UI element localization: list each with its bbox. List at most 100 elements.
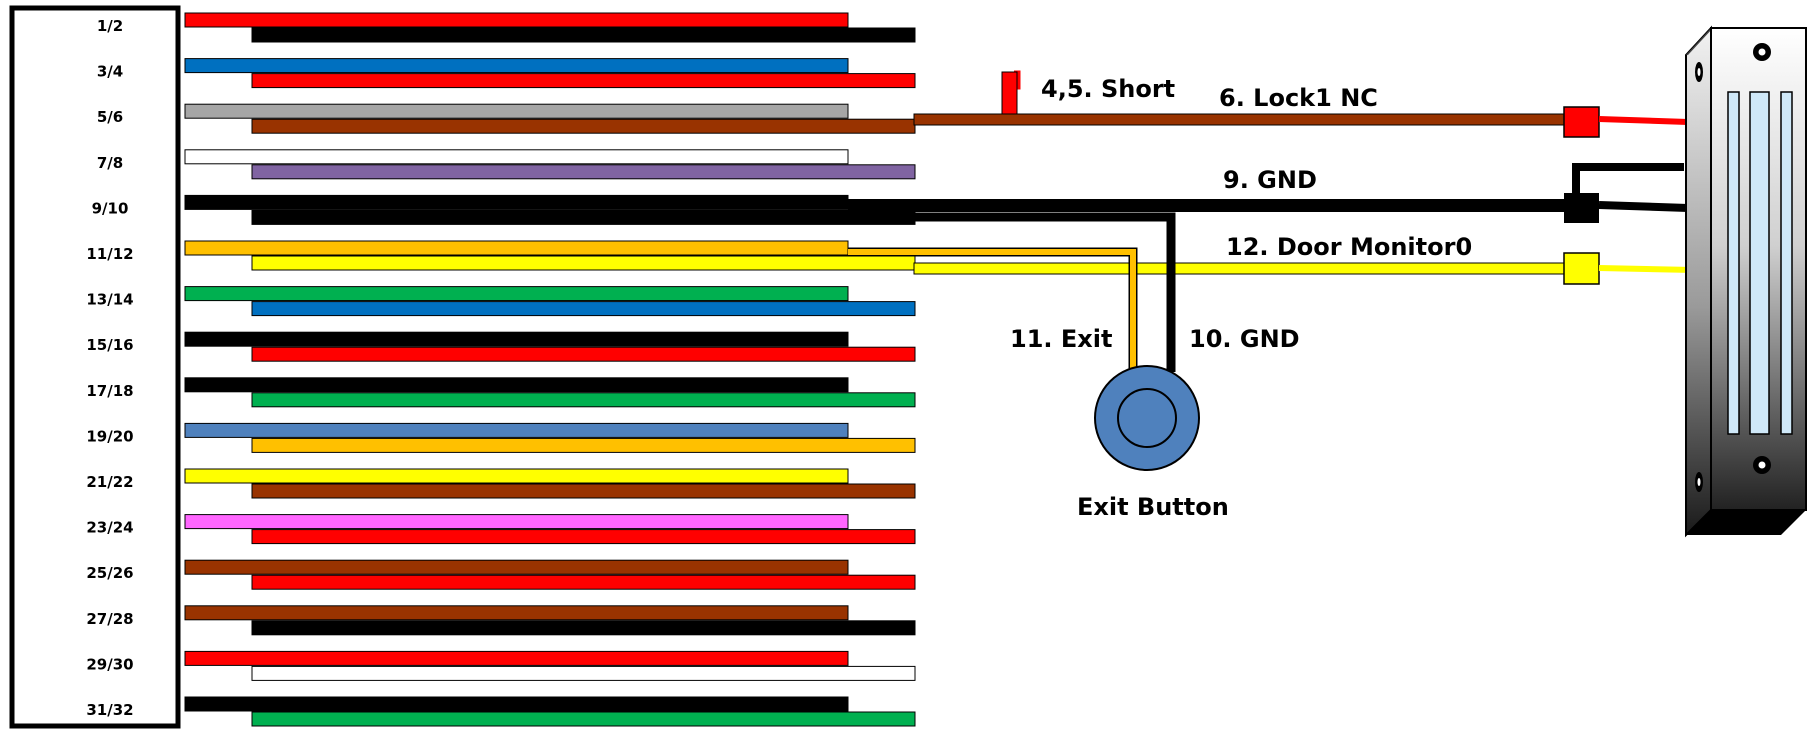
wire-even-pin — [251, 164, 916, 180]
wire-even-pin — [251, 301, 916, 317]
lock-nc-terminal — [1563, 106, 1600, 138]
wire-odd-pin — [184, 422, 849, 438]
lock-side-hole-bottom-inner — [1697, 478, 1701, 486]
pin-pair-label: 15/16 — [86, 336, 133, 354]
lock-red-lead — [1598, 116, 1689, 125]
pin-pair-label: 5/6 — [97, 108, 123, 126]
wire-odd-pin — [184, 103, 849, 119]
electromagnetic-lock-icon — [1685, 25, 1807, 538]
pin-pair-label: 11/12 — [86, 245, 133, 263]
pin-pair-row: 21/22 — [86, 468, 916, 499]
external-wiring — [848, 70, 1695, 372]
pin-pair-row: 13/14 — [86, 286, 916, 317]
wire-even-pin — [251, 255, 916, 271]
pin-pair-row: 15/16 — [86, 331, 916, 362]
wire-odd-pin — [184, 650, 849, 666]
wire-even-pin — [251, 665, 916, 681]
pin-pair-label: 29/30 — [86, 655, 133, 673]
wire-odd-pin — [184, 58, 849, 74]
door-monitor-terminal — [1563, 252, 1600, 285]
lock-side-face — [1685, 25, 1712, 538]
gnd-button-label: 10. GND — [1189, 325, 1300, 353]
exit-wire-fill — [848, 249, 1136, 372]
pin-pair-row: 29/30 — [86, 650, 916, 681]
exit-button-device — [1094, 365, 1200, 471]
gnd-lock-label: 9. GND — [1223, 166, 1317, 194]
wire-odd-pin — [184, 605, 849, 621]
pin-pair-label: 1/2 — [97, 17, 123, 35]
lock-nc-wire — [913, 113, 1567, 126]
lock-bottom-face — [1686, 510, 1806, 535]
lock-top-face — [1686, 28, 1713, 55]
wire-odd-pin — [184, 286, 849, 302]
wire-even-pin — [251, 73, 916, 89]
lock-window-right — [1780, 91, 1793, 435]
pin-pair-row: 31/32 — [86, 696, 916, 727]
exit-label: 11. Exit — [1010, 325, 1112, 353]
pin-pair-label: 19/20 — [86, 427, 133, 445]
gnd-button-wire — [914, 212, 1176, 372]
wire-odd-pin — [184, 377, 849, 393]
lock-screw-bottom-inner — [1758, 461, 1766, 469]
lock-window-center — [1749, 91, 1770, 435]
pin-pair-label: 17/18 — [86, 382, 133, 400]
short-label: 4,5. Short — [1041, 75, 1175, 103]
lock-nc-label: 6. Lock1 NC — [1219, 84, 1378, 112]
pin-pair-row: 7/8 — [97, 149, 916, 180]
door-monitor-label: 12. Door Monitor0 — [1226, 233, 1472, 261]
pin-pair-row: 19/20 — [86, 422, 916, 453]
connector-pin-rows: 1/2 3/4 5/6 7/8 9/10 11/12 13/14 15/16 17/18 19/2… — [86, 12, 916, 727]
wire-odd-pin — [184, 514, 849, 530]
pin-pair-row: 1/2 — [97, 12, 916, 43]
wire-even-pin — [251, 529, 916, 545]
lock-side-hole-top-inner — [1697, 68, 1701, 76]
wire-even-pin — [251, 118, 916, 134]
wire-even-pin — [251, 483, 916, 499]
wire-odd-pin — [184, 12, 849, 28]
lock-screw-top-inner — [1758, 48, 1766, 56]
lock-window-left — [1727, 91, 1740, 435]
pin-pair-row: 27/28 — [86, 605, 916, 636]
pin-pair-row: 11/12 — [86, 240, 916, 271]
pin-pair-label: 7/8 — [97, 154, 123, 172]
gnd-lock-wire — [848, 199, 1566, 212]
wire-odd-pin — [184, 194, 849, 210]
gnd-lock-terminal — [1564, 193, 1599, 223]
exit-button-label: Exit Button — [1077, 493, 1229, 521]
pin-pair-label: 3/4 — [97, 63, 123, 81]
pin-pair-row: 3/4 — [97, 58, 916, 89]
wire-odd-pin — [184, 240, 849, 256]
pin-pair-label: 23/24 — [86, 519, 133, 537]
wire-even-pin — [251, 209, 916, 225]
pin-pair-label: 9/10 — [92, 199, 129, 217]
wire-even-pin — [251, 392, 916, 408]
pin-pair-row: 9/10 — [92, 194, 916, 225]
wire-odd-pin — [184, 149, 849, 165]
pin-pair-label: 25/26 — [86, 564, 133, 582]
wire-even-pin — [251, 27, 916, 43]
short-link-jumper — [1001, 71, 1018, 115]
pin-pair-row: 25/26 — [86, 559, 916, 590]
connector-housing — [9, 5, 181, 729]
pin-pair-label: 31/32 — [86, 701, 133, 719]
wire-odd-pin — [184, 331, 849, 347]
wire-even-pin — [251, 711, 916, 727]
pin-pair-row: 17/18 — [86, 377, 916, 408]
wire-even-pin — [251, 620, 916, 636]
wire-even-pin — [251, 437, 916, 453]
wire-odd-pin — [184, 696, 849, 712]
lock-black-lead-lower — [1598, 201, 1689, 212]
push-button-inner-ring — [1117, 388, 1177, 448]
wire-even-pin — [251, 574, 916, 590]
lock-black-lead-upper — [1572, 163, 1684, 193]
door-monitor-wire — [913, 262, 1567, 275]
wire-even-pin — [251, 346, 916, 362]
pin-pair-row: 23/24 — [86, 514, 916, 545]
pin-pair-row: 5/6 — [97, 103, 916, 134]
pin-pair-label: 13/14 — [86, 291, 133, 309]
pin-pair-label: 27/28 — [86, 610, 133, 628]
pin-pair-label: 21/22 — [86, 473, 133, 491]
wire-odd-pin — [184, 468, 849, 484]
lock-yellow-lead — [1598, 265, 1695, 273]
